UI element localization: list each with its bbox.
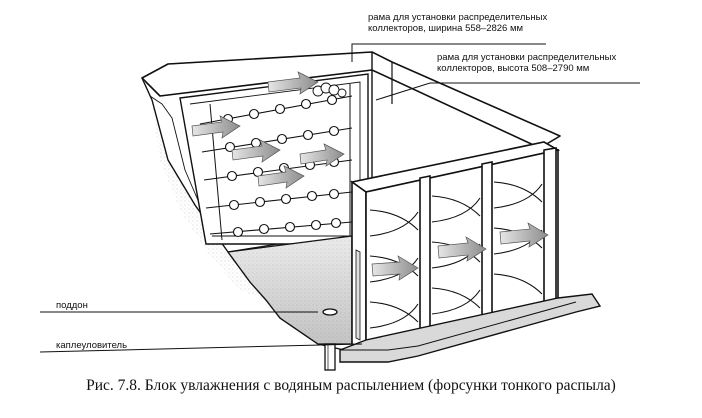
tray [226,235,353,371]
figure-caption: Рис. 7.8. Блок увлажнения с водяным расп… [86,377,616,394]
airflow-arrow [231,139,281,163]
nozzle [302,129,314,141]
manifold-row-4 [205,188,353,211]
nozzle [258,223,270,235]
collector-frame-outline [179,73,369,245]
label-frame-width-line2: коллекторов, ширина 558–2826 мм [368,23,524,34]
airflow-arrows-chamber [191,71,345,189]
nozzle-puffs [312,82,347,98]
nozzle [276,133,288,145]
label-frame-height-line1: рама для установки распределительных [437,52,617,63]
airflow-arrow [499,222,549,248]
label-frame-height: рама для установки распределительных кол… [437,52,616,74]
label-droplet-catcher: каплеуловитель [56,340,128,351]
nozzle [254,196,266,208]
airflow-arrow [299,143,345,167]
nozzle [232,226,244,238]
nozzle [284,221,296,233]
drip-tray-lip [339,293,602,363]
nozzle [328,188,340,200]
label-tray: поддон [56,300,88,311]
airflow-arrow [371,255,419,281]
airflow-arrow [191,115,241,139]
airflow-arrow [437,236,487,262]
nozzle [328,125,340,137]
nozzle [306,190,318,202]
nozzle [280,193,292,205]
nozzle [310,219,322,231]
label-frame-height-line2: коллекторов, высота 508–2790 мм [437,63,590,74]
drain-outlet [322,308,338,316]
nozzle [300,98,312,110]
airflow-arrow [257,165,305,189]
leader-lines [39,43,640,353]
nozzle [326,94,338,106]
leader-frame-height [375,82,640,101]
nozzle [330,217,342,229]
manifold-row-2 [201,125,353,153]
nozzle [224,141,236,153]
airflow-arrow [267,71,319,95]
nozzle [228,199,240,211]
nozzle [226,170,238,182]
manifold-row-5 [209,217,353,238]
leader-frame-width [351,43,546,62]
label-frame-width-line1: рама для установки распределительных [368,12,548,23]
nozzle [248,108,260,120]
drain-pipe [324,343,336,371]
nozzle [274,103,286,115]
collector-frame [179,73,369,245]
label-frame-width: рама для установки распределительных кол… [368,12,547,34]
nozzle [252,166,264,178]
airflow-arrows-eliminator [371,222,549,281]
leader-droplet-catcher [39,343,363,353]
